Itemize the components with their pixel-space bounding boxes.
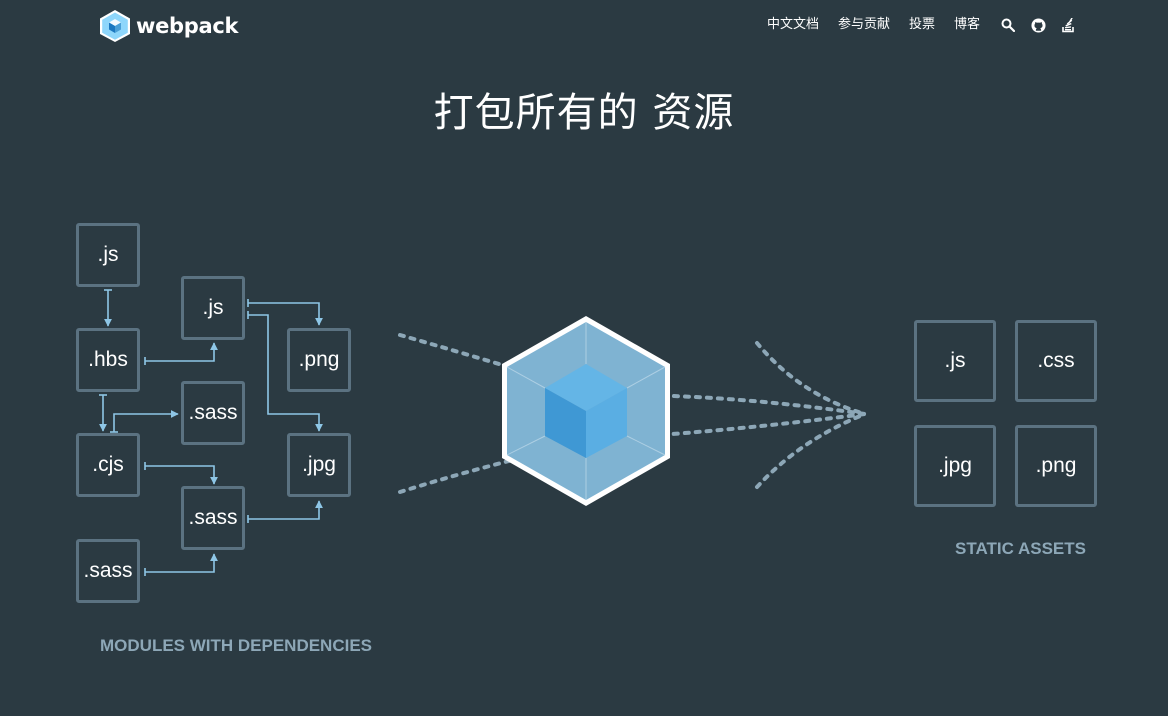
github-icon[interactable] [1030, 17, 1046, 33]
nav-link-vote[interactable]: 投票 [908, 17, 935, 32]
asset-jpg: .jpg [914, 425, 996, 507]
asset-css: .css [1015, 320, 1097, 402]
top-navbar: webpack 中文文档 参与贡献 投票 博客 [0, 0, 1168, 52]
module-js-top: .js [76, 223, 140, 287]
search-icon[interactable] [1000, 17, 1016, 33]
module-jpg: .jpg [287, 433, 351, 497]
assets-caption: STATIC ASSETS [955, 539, 1086, 558]
nav-link-docs[interactable]: 中文文档 [766, 17, 819, 32]
module-js-middle: .js [181, 276, 245, 340]
module-sass-upper: .sass [181, 381, 245, 445]
module-sass-bottom: .sass [76, 539, 140, 603]
webpack-logo-link[interactable]: webpack [99, 9, 239, 43]
webpack-cube-icon [502, 316, 670, 506]
nav-link-contribute[interactable]: 参与贡献 [837, 17, 890, 32]
module-cjs: .cjs [76, 433, 140, 497]
modules-caption: MODULES WITH DEPENDENCIES [100, 636, 373, 655]
asset-js: .js [914, 320, 996, 402]
module-png: .png [287, 328, 351, 392]
webpack-logo-icon [100, 10, 130, 42]
logo-text: webpack [136, 14, 239, 38]
module-hbs: .hbs [76, 328, 140, 392]
asset-png: .png [1015, 425, 1097, 507]
module-sass-lower: .sass [181, 486, 245, 550]
nav-link-blog[interactable]: 博客 [953, 17, 980, 32]
stackoverflow-icon[interactable] [1060, 17, 1076, 33]
page-title: 打包所有的 资源 [433, 90, 735, 136]
nav-menu: 中文文档 参与贡献 投票 博客 [748, 15, 1076, 35]
